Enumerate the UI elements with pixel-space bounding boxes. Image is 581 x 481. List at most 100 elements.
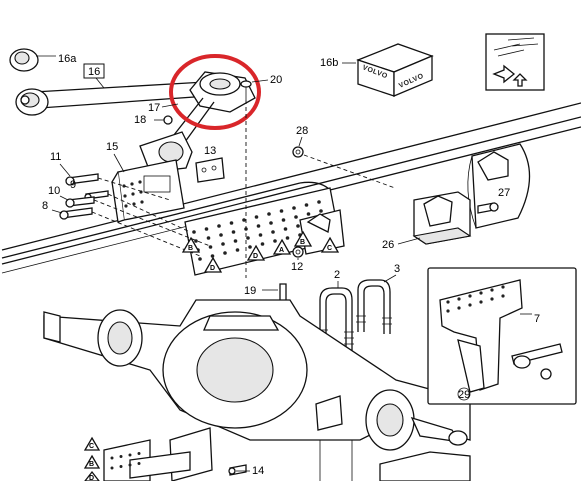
bolt-hole [110,456,114,460]
bolt-hole [283,227,288,231]
bolt-hole [457,306,461,310]
callout-9: 9 [70,179,76,191]
bolt-hole [198,257,202,261]
bolt-hole [279,209,284,213]
v-rod-bracket [139,71,256,173]
bolt-hole [221,242,225,246]
svg-text:D: D [89,475,94,481]
bolt-hole [501,294,505,298]
bolt-hole [254,215,259,219]
nut-18 [154,115,173,125]
callout-7: 7 [534,313,540,325]
volvo-parts-box: VOLVO VOLVO [356,43,434,97]
parts-kit-icon [485,33,545,91]
callout-10: 10 [48,185,60,197]
washer-28 [292,146,396,189]
bolt-hole [128,453,132,457]
reference-markers: B D D A B C C B [83,230,340,481]
marker-a-1: A [272,238,292,255]
bolt-hole [208,245,213,249]
callout-12: 12 [291,261,303,273]
svg-text:B: B [300,239,305,246]
callout-16a: 16a [58,53,77,65]
nut-12 [292,246,304,258]
bolt-hole [294,215,298,219]
bolt-hole [271,230,275,234]
bolt-hole [258,233,263,237]
bolt-hole [119,455,123,458]
bolt-hole [217,224,221,228]
bolt-hole [123,194,127,198]
callout-29: 29 [458,389,470,401]
bolt-hole [479,291,483,295]
bolt-hole [468,303,472,307]
bolt-hole [468,294,472,298]
bolt-hole [304,203,309,207]
callout-15: 15 [106,141,118,153]
callout-2: 2 [334,269,340,281]
bolt-hole [138,180,142,184]
bolt-hole [235,248,240,252]
inset-box [427,267,577,405]
bolt-hole [242,218,246,222]
bolt-hole [204,227,209,231]
bolt-hole [319,209,323,213]
svg-text:B: B [188,245,193,252]
bolt-hole [223,251,227,255]
bolt-hole [206,236,211,240]
callout-17: 17 [148,102,160,114]
bolt-hole [132,202,136,206]
lower-bracket-assembly [103,427,247,481]
bushing-16a [9,48,56,72]
callout-14: 14 [252,465,264,477]
marker-b-2: B [293,230,313,247]
marker-b-1: B [181,236,201,253]
svg-text:C: C [89,443,94,450]
callout-11: 11 [50,151,61,163]
cross-member [299,143,531,255]
marker-c-2: C [83,436,101,451]
bolt-hole [137,452,141,455]
svg-text:D: D [210,265,215,272]
bolt-hole [446,300,450,304]
bolt-hole [317,200,321,204]
bolt-hole [248,245,252,249]
callout-8: 8 [42,200,48,212]
marker-d-3: D [84,470,100,481]
marker-c-1: C [320,236,340,253]
bolt-hole [210,254,215,258]
callout-16-box [83,63,105,79]
bolt-hole [260,242,265,246]
plate-13 [195,157,225,183]
highlight-circle [169,54,261,130]
bolt-hole [457,297,461,301]
callout-16: 16 [88,66,100,78]
axle-housing [43,299,471,481]
svg-text:A: A [279,247,284,254]
bolt-hole [501,285,505,289]
bolt-hole [281,218,286,222]
bolt-hole [231,230,236,234]
bolt-hole [490,288,494,292]
bolt-hole [246,236,250,240]
bolt-hole [296,224,300,228]
marker-d-2: D [246,244,266,261]
callout-28: 28 [296,125,308,137]
bolt-hole [233,239,238,243]
bolt-hole [479,300,483,304]
bolt-hole [128,463,132,467]
bolt-hole [446,309,450,313]
bracket-15 [111,159,185,223]
bolt-27 [477,202,499,214]
callout-26: 26 [382,239,394,251]
marker-b-3: B [83,454,101,469]
bolt-hole [124,204,128,208]
bolt-20 [240,80,252,278]
bolt-hole [285,236,290,240]
bolt-hole [110,466,114,470]
bolt-hole [219,233,223,237]
bolt-hole [130,182,134,186]
callout-3: 3 [394,263,400,275]
bolt-hole [269,221,273,225]
